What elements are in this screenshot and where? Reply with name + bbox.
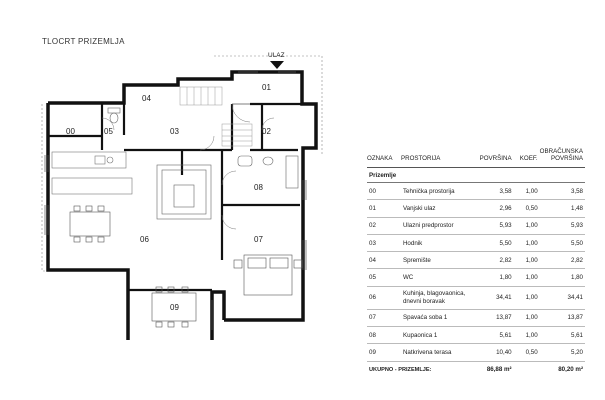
section-label: Prizemlje — [367, 167, 585, 183]
cell-koef: 1,00 — [513, 309, 540, 328]
cell-povrsina: 3,58 — [479, 182, 514, 201]
table-row: 04 Spremište 2,82 1,00 2,82 — [367, 251, 585, 270]
cell-oznaka: 06 — [367, 286, 401, 310]
cell-oznaka: 01 — [367, 199, 401, 218]
cell-prostorija: Ulazni predprostor — [400, 217, 480, 235]
cell-povrsina: 10,40 — [479, 343, 514, 362]
entrance-arrow-icon — [270, 61, 284, 69]
plan-title: TLOCRT PRIZEMLJA — [42, 37, 125, 46]
cell-prostorija: Natkrivena terasa — [400, 343, 480, 362]
cell-koef: 1,00 — [513, 217, 540, 235]
cell-koef: 0,50 — [513, 199, 540, 218]
table-row: 09 Natkrivena terasa 10,40 0,50 5,20 — [367, 343, 585, 362]
table-row: 01 Vanjski ulaz 2,96 0,50 1,48 — [367, 199, 585, 218]
cell-oznaka: 02 — [367, 217, 401, 235]
cell-koef: 1,00 — [513, 182, 540, 201]
table-section-row: Prizemlje — [367, 167, 585, 183]
cell-koef: 1,00 — [513, 234, 540, 253]
table-row: 07 Spavaća soba 1 13,87 1,00 13,87 — [367, 309, 585, 328]
room-label-09: 09 — [170, 303, 179, 312]
cell-koef: 1,00 — [513, 326, 540, 345]
cell-koef: 1,00 — [513, 286, 540, 310]
cell-povrsina: 2,96 — [479, 199, 514, 218]
cell-obracunska: 5,61 — [539, 326, 585, 345]
total-povrsina: 86,88 m² — [479, 360, 514, 378]
cell-prostorija: Kupaonica 1 — [400, 326, 480, 345]
cell-oznaka: 05 — [367, 268, 401, 287]
cell-povrsina: 13,87 — [479, 309, 514, 328]
room-area-table: OZNAKA PROSTORIJA POVRŠINA KOEF. OBRAČUN… — [367, 148, 585, 378]
cell-povrsina: 5,61 — [479, 326, 514, 345]
table-row: 00 Tehnička prostorija 3,58 1,00 3,58 — [367, 182, 585, 201]
cell-obracunska: 1,48 — [539, 199, 585, 218]
cell-prostorija-line2: dnevni boravak — [402, 297, 445, 305]
table-row: 02 Ulazni predprostor 5,93 1,00 5,93 — [367, 217, 585, 235]
total-koef-empty — [513, 360, 540, 378]
col-koef: KOEF. — [513, 148, 540, 168]
cell-povrsina: 1,80 — [479, 268, 514, 287]
table-row: 05 WC 1,80 1,00 1,80 — [367, 268, 585, 287]
room-label-08: 08 — [254, 183, 263, 192]
cell-koef: 0,50 — [513, 343, 540, 362]
table-row: 03 Hodnik 5,50 1,00 5,50 — [367, 234, 585, 253]
cell-oznaka: 00 — [367, 182, 401, 201]
cell-prostorija: Kuhinja, blagovaonica, dnevni boravak — [400, 286, 480, 310]
total-label: UKUPNO - PRIZEMLJE: — [367, 360, 480, 378]
table-row: 06 Kuhinja, blagovaonica, dnevni boravak… — [367, 286, 585, 310]
room-label-02: 02 — [262, 127, 271, 136]
table-total-row: UKUPNO - PRIZEMLJE: 86,88 m² 80,20 m² — [367, 360, 585, 378]
col-obracunska-line2: POVRŠINA — [551, 155, 583, 162]
cell-obracunska: 5,93 — [539, 217, 585, 235]
cell-prostorija: Vanjski ulaz — [400, 199, 480, 218]
cell-obracunska: 3,58 — [539, 182, 585, 201]
room-label-01: 01 — [262, 83, 271, 92]
cell-prostorija: Spremište — [400, 251, 480, 270]
cell-obracunska: 2,82 — [539, 251, 585, 270]
cell-povrsina: 5,50 — [479, 234, 514, 253]
cell-obracunska: 5,50 — [539, 234, 585, 253]
floor-plan: ULAZ 00 01 02 03 04 05 06 07 08 09 — [41, 52, 323, 340]
room-label-05: 05 — [104, 127, 113, 136]
cell-oznaka: 04 — [367, 251, 401, 270]
cell-koef: 1,00 — [513, 268, 540, 287]
cell-oznaka: 09 — [367, 343, 401, 362]
cell-prostorija: Tehnička prostorija — [400, 182, 480, 201]
cell-obracunska: 1,80 — [539, 268, 585, 287]
table-row: 08 Kupaonica 1 5,61 1,00 5,61 — [367, 326, 585, 345]
cell-prostorija: WC — [400, 268, 480, 287]
cell-obracunska: 5,20 — [539, 343, 585, 362]
cell-oznaka: 08 — [367, 326, 401, 345]
room-label-04: 04 — [142, 94, 151, 103]
cell-obracunska: 34,41 — [539, 286, 585, 310]
cell-povrsina: 34,41 — [479, 286, 514, 310]
total-obracunska: 80,20 m² — [539, 360, 585, 378]
cell-oznaka: 07 — [367, 309, 401, 328]
room-label-03: 03 — [170, 127, 179, 136]
col-obracunska: OBRAČUNSKA POVRŠINA — [539, 148, 585, 168]
col-obracunska-line1: OBRAČUNSKA — [539, 148, 583, 155]
room-label-06: 06 — [140, 235, 149, 244]
cell-obracunska: 13,87 — [539, 309, 585, 328]
col-prostorija: PROSTORIJA — [400, 148, 480, 168]
col-oznaka: OZNAKA — [367, 148, 401, 168]
entrance-label: ULAZ — [268, 52, 285, 59]
room-label-07: 07 — [254, 235, 263, 244]
cell-prostorija-line1: Kuhinja, blagovaonica, — [402, 290, 466, 298]
cell-povrsina: 5,93 — [479, 217, 514, 235]
cell-povrsina: 2,82 — [479, 251, 514, 270]
cell-koef: 1,00 — [513, 251, 540, 270]
room-label-00: 00 — [66, 127, 75, 136]
cell-prostorija: Spavaća soba 1 — [400, 309, 480, 328]
col-povrsina: POVRŠINA — [479, 148, 514, 168]
cell-prostorija: Hodnik — [400, 234, 480, 253]
table-header-row: OZNAKA PROSTORIJA POVRŠINA KOEF. OBRAČUN… — [367, 148, 585, 168]
cell-oznaka: 03 — [367, 234, 401, 253]
